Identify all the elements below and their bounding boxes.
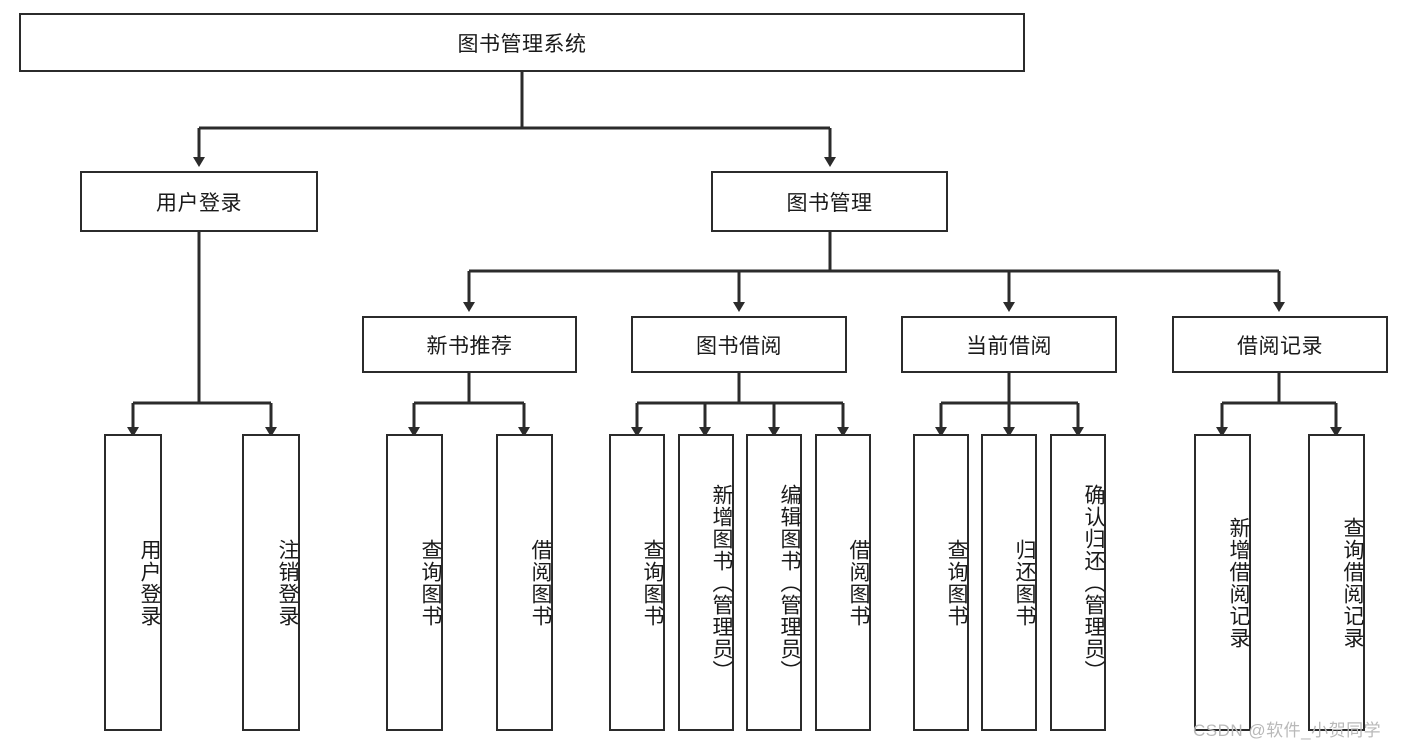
leaf-borrow-record-add-record[interactable]: 新增借阅记录 [1194,434,1251,731]
node-label: 查询图书 [419,538,442,627]
node-label: 当前借阅 [966,334,1052,358]
node-label: 编辑图书（管理员） [778,483,801,682]
node-label: 查询借阅记录 [1341,516,1364,649]
node-root-book-management-system[interactable]: 图书管理系统 [19,13,1025,72]
leaf-user-login-login[interactable]: 用户登录 [104,434,162,731]
leaf-book-borrow-query-book[interactable]: 查询图书 [609,434,665,731]
leaf-current-borrow-query-book[interactable]: 查询图书 [913,434,969,731]
leaf-user-login-logout[interactable]: 注销登录 [242,434,300,731]
node-label: 新书推荐 [426,334,513,358]
node-label: 图书管理系统 [457,32,587,56]
leaf-new-book-query-book[interactable]: 查询图书 [386,434,443,731]
node-label: 新增借阅记录 [1227,516,1250,649]
node-label: 借阅图书 [847,538,870,627]
node-new-book-recommend[interactable]: 新书推荐 [362,316,577,373]
leaf-borrow-record-query-record[interactable]: 查询借阅记录 [1308,434,1365,731]
csdn-watermark: CSDN @软件_小贺同学 [1193,721,1382,740]
node-current-borrow[interactable]: 当前借阅 [901,316,1117,373]
node-label: 确认归还（管理员） [1082,483,1105,682]
leaf-book-borrow-add-book-admin[interactable]: 新增图书（管理员） [678,434,734,731]
node-borrow-record[interactable]: 借阅记录 [1172,316,1388,373]
leaf-current-borrow-return-book[interactable]: 归还图书 [981,434,1037,731]
node-label: 新增图书（管理员） [710,483,733,682]
node-label: 查询图书 [945,538,968,627]
leaf-book-borrow-borrow-book[interactable]: 借阅图书 [815,434,871,731]
node-label: 注销登录 [276,538,299,627]
node-label: 借阅记录 [1237,334,1323,358]
node-book-management[interactable]: 图书管理 [711,171,948,232]
node-label: 归还图书 [1013,538,1036,627]
node-label: 图书管理 [786,191,873,215]
node-label: 用户登录 [156,191,242,215]
node-label: 借阅图书 [529,538,552,627]
leaf-new-book-borrow-book[interactable]: 借阅图书 [496,434,553,731]
node-book-borrow[interactable]: 图书借阅 [631,316,847,373]
leaf-book-borrow-edit-book-admin[interactable]: 编辑图书（管理员） [746,434,802,731]
leaf-current-borrow-confirm-return-admin[interactable]: 确认归还（管理员） [1050,434,1106,731]
node-label: 查询图书 [641,538,664,627]
node-label: 用户登录 [138,538,161,627]
node-label: 图书借阅 [696,334,782,358]
node-user-login[interactable]: 用户登录 [80,171,318,232]
